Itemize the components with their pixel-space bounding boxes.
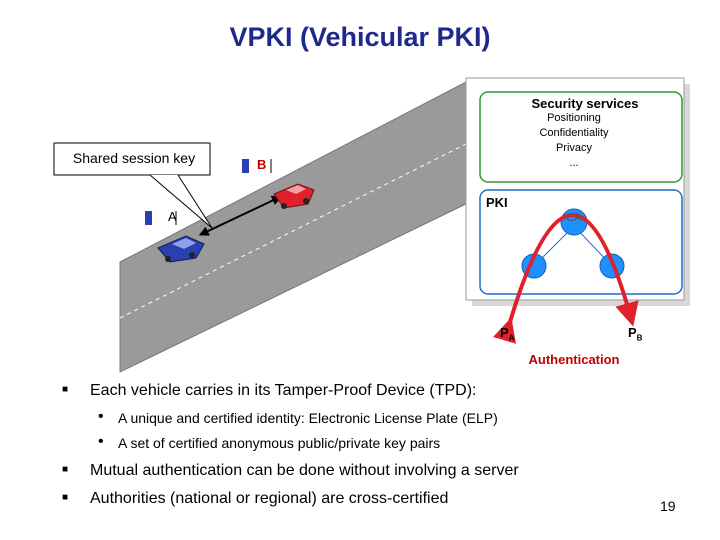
vehicle-b-tag-chip [242,159,249,173]
slide-title: VPKI (Vehicular PKI) [229,22,491,52]
security-item: Privacy [555,142,593,154]
security-services-title: Security services [531,96,639,111]
bullet-marker-icon: ■ [62,384,69,395]
authentication-arrow [492,213,639,344]
road-center-line [119,141,471,319]
pki-box [479,189,683,295]
sub-bullet-marker-icon: • [98,408,104,425]
pki-label: PKI [486,195,508,210]
vehicle-b-icon [273,183,315,209]
security-item: Positioning [547,112,601,124]
ca-label: CA [566,212,582,224]
shared-key-label: Shared session key [72,150,196,166]
shared-key-callout [53,142,211,176]
authentication-label: Authentication [528,352,620,367]
callout-pointer [149,174,213,229]
vehicle-a-tag-chip [145,211,152,225]
shared-key-link [198,195,282,236]
pb-label: PB [628,325,643,343]
road [119,79,471,373]
security-item: ... [569,157,579,169]
pa-label: PA [500,325,515,343]
bullet-marker-icon: ■ [62,492,69,503]
sub-bullet-marker-icon: • [98,433,104,450]
vehicle-b-tag: B [257,157,267,172]
security-item: Confidentiality [539,127,609,139]
page-number: 19 [660,498,676,514]
vehicle-a-tag: A [168,209,177,224]
vehicle-a-icon [157,235,205,263]
security-services-box [479,91,683,183]
bullet-marker-icon: ■ [62,464,69,475]
